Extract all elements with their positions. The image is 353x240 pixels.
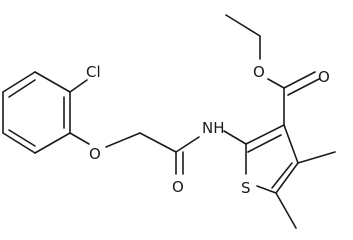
chlorophenyl-ring <box>2 71 71 154</box>
ring-ether-bond <box>69 132 90 145</box>
methyl-c4-bond <box>297 151 336 164</box>
chlorine-atom-label: Cl <box>86 63 101 81</box>
n-thiophene-bond <box>223 130 247 145</box>
ether-ch2-bond <box>105 132 141 148</box>
ether-oxygen-label: O <box>89 145 101 163</box>
amide-cn-bond <box>175 136 200 153</box>
ester-co-double-bond <box>283 71 316 89</box>
ester-c-o-bond <box>267 78 285 89</box>
thiophene-ring <box>245 124 299 194</box>
ethyl-cc-bond <box>225 14 261 37</box>
ester-co-double-bond-second <box>287 78 320 96</box>
methyl-c5-bond <box>275 192 297 229</box>
sulfur-label: S <box>241 179 251 197</box>
carbonyl-oxygen-label: O <box>318 68 330 86</box>
c-cl-bond <box>69 79 88 93</box>
nh-label: NH <box>202 119 225 137</box>
ester-oxygen-label: O <box>253 63 265 81</box>
amide-oxygen-label: O <box>172 178 184 196</box>
ch2-carbonyl-bond <box>139 132 177 153</box>
